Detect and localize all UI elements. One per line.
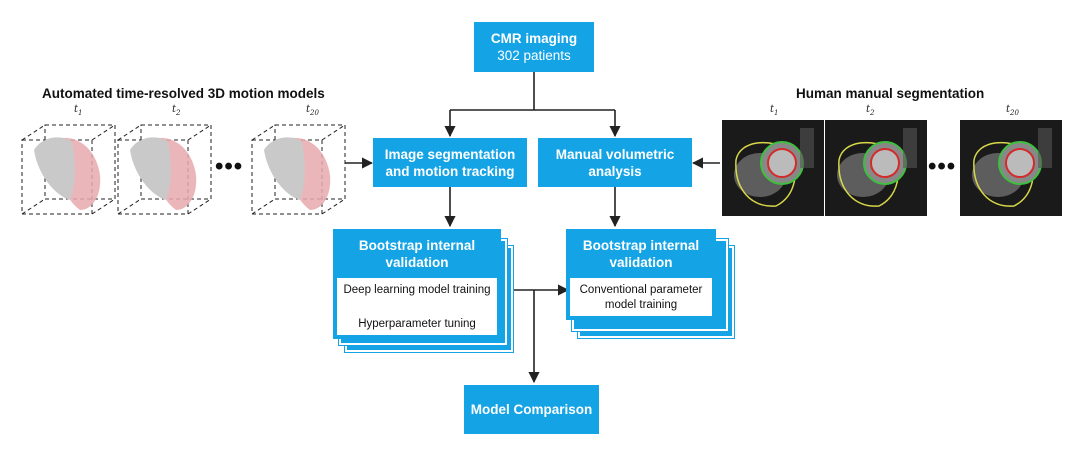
time-label-t20: t20 [306, 104, 319, 117]
hyperparameter-tuning-label: Hyperparameter tuning [358, 318, 476, 330]
ellipsis-left: ••• [215, 153, 244, 180]
heart-icon [264, 137, 331, 210]
manual-analysis-line-1: Manual volumetric [555, 146, 675, 162]
cmr-imaging-title: CMR imaging [490, 31, 578, 46]
time-label-t1: t1 [74, 104, 83, 117]
cmr-frame-2 [825, 120, 927, 216]
cmr-frame-20 [960, 120, 1062, 216]
left-bootstrap-box: Bootstrap internal validation [333, 229, 501, 339]
time-label-t20: t20 [1006, 104, 1019, 117]
left-bootstrap-content [337, 278, 497, 335]
heart-icon [130, 137, 197, 210]
right-bootstrap-heading: Bootstrap internal validation [582, 238, 700, 270]
model-comparison-label: Model Comparison [470, 402, 593, 417]
heart-icon [34, 137, 101, 210]
model-comparison-box: Model Comparison [464, 385, 599, 434]
right-bootstrap-box: Bootstrap internal validation [566, 229, 716, 320]
right-bootstrap-content [570, 278, 712, 316]
segmentation-box: Image segmentation and motion tracking [373, 138, 527, 187]
segmentation-line-1: Image segmentation [384, 146, 516, 162]
manual-analysis-box: Manual volumetric analysis [538, 138, 692, 187]
segmentation-line-2: and motion tracking [385, 163, 515, 179]
ellipsis-right: ••• [928, 153, 957, 180]
time-label-t2: t2 [866, 104, 875, 117]
cmr-imaging-subtitle: 302 patients [497, 48, 571, 63]
deep-learning-training-label: Deep learning model training [343, 284, 491, 296]
left-section-title: Automated time-resolved 3D motion models [42, 86, 325, 101]
model-training-label: model training [604, 299, 678, 311]
time-label-t2: t2 [172, 104, 181, 117]
time-label-t1: t1 [770, 104, 779, 117]
cmr-frame-1 [722, 120, 824, 216]
left-bootstrap-heading: Bootstrap internal validation [358, 238, 476, 270]
conventional-parameter-label: Conventional parameter [579, 284, 703, 296]
right-section-title: Human manual segmentation [796, 86, 985, 101]
manual-analysis-line-2: analysis [588, 163, 642, 179]
cmr-imaging-box: CMR imaging 302 patients [474, 22, 594, 72]
